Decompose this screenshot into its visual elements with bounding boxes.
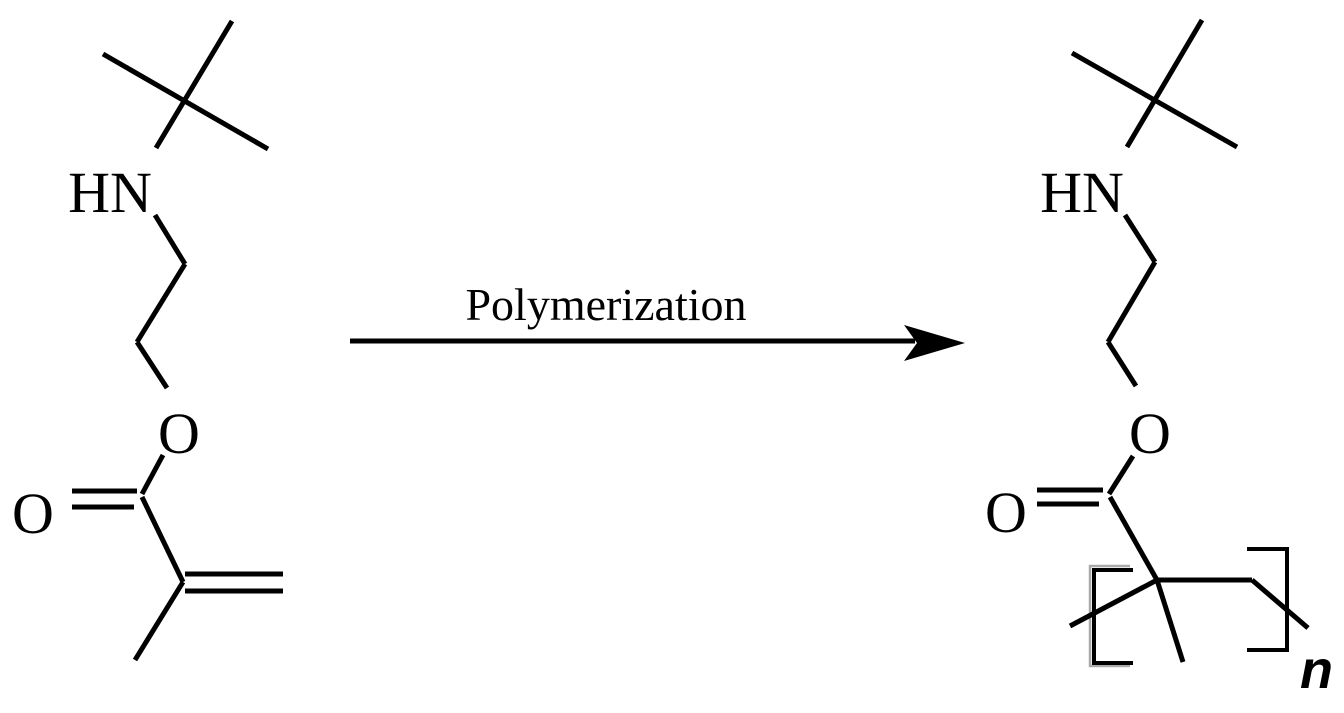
bond-c2-o bbox=[134, 340, 170, 390]
bond-c1-c2 bbox=[134, 262, 188, 344]
carbonyl-oxygen-label: O bbox=[985, 480, 1027, 545]
amine-label: HN bbox=[1040, 160, 1124, 225]
bond-methyl bbox=[132, 580, 186, 662]
repeat-bracket-left bbox=[1092, 568, 1133, 665]
product-structure: HN O O n bbox=[985, 18, 1333, 700]
reactant-structure: HN O O bbox=[12, 19, 283, 662]
bond-methyl bbox=[1154, 579, 1186, 663]
ester-oxygen-label: O bbox=[1129, 401, 1171, 466]
backbone-bond-left-diagonal bbox=[1068, 577, 1159, 629]
tbutyl-bond-cross2 bbox=[153, 19, 235, 150]
arrow-head-icon bbox=[904, 325, 965, 361]
repeat-bracket-right bbox=[1247, 547, 1289, 652]
arrow-label: Polymerization bbox=[465, 279, 746, 330]
reaction-arrow: Polymerization bbox=[350, 279, 965, 361]
amine-label: HN bbox=[68, 160, 152, 225]
bond-carbonyl-vinyl bbox=[139, 495, 186, 584]
carbonyl-oxygen-label: O bbox=[12, 481, 54, 546]
repeat-subscript: n bbox=[1300, 640, 1333, 700]
bond-c1-c2 bbox=[1105, 260, 1158, 344]
bond-n-c1 bbox=[152, 213, 188, 266]
bond-o-carbonyl bbox=[1106, 454, 1136, 496]
tbutyl-bond-cross2 bbox=[1124, 18, 1205, 149]
bond-c2-o bbox=[1105, 340, 1139, 388]
bond-n-c1 bbox=[1122, 213, 1158, 264]
bond-carbonyl-quaternary bbox=[1107, 495, 1160, 582]
backbone-bond-right-diagonal bbox=[1250, 578, 1310, 630]
ester-oxygen-label: O bbox=[158, 401, 200, 466]
bond-o-carbonyl bbox=[139, 453, 166, 496]
